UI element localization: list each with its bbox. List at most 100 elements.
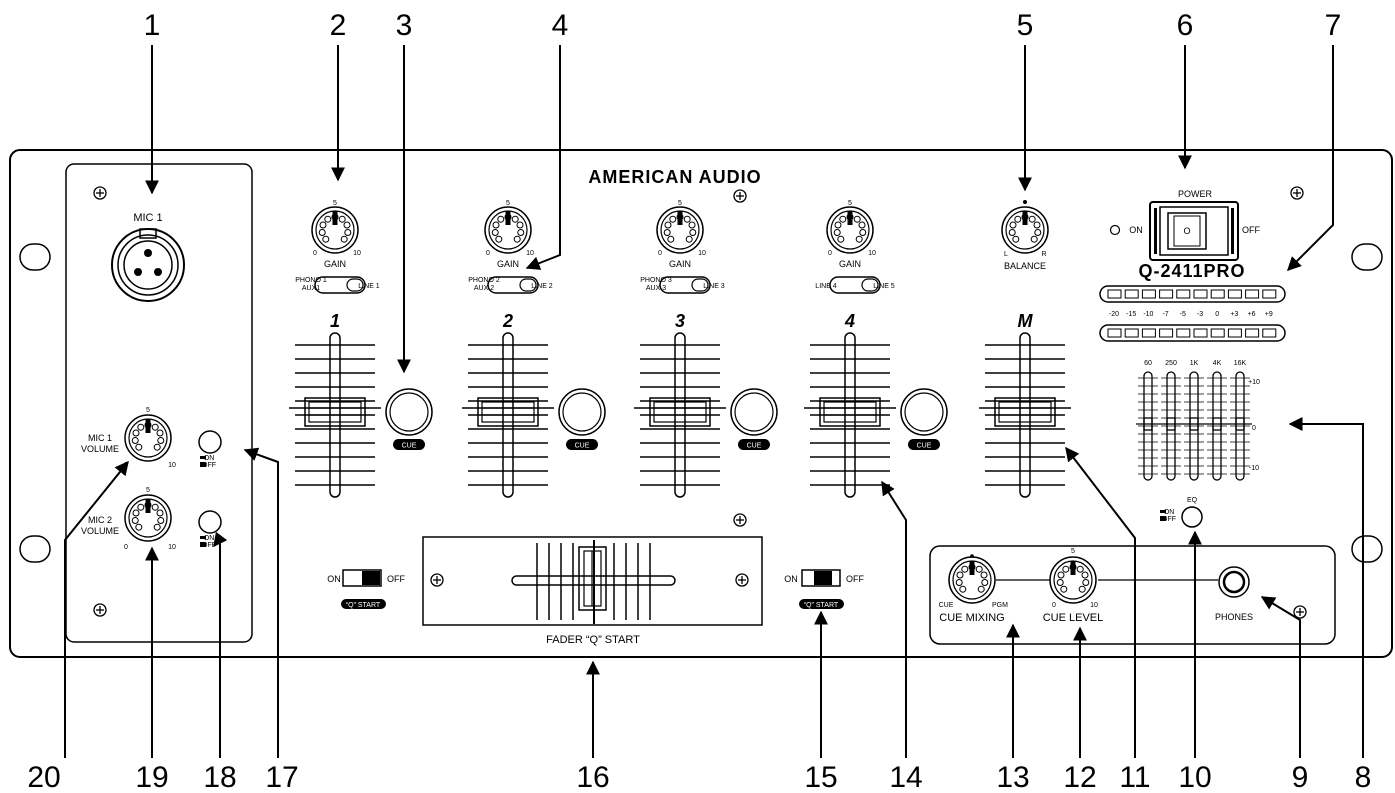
knob-grip — [153, 523, 161, 531]
crossfader-panel — [422, 536, 763, 626]
knob-grip — [137, 503, 145, 511]
cue-panel — [929, 545, 1336, 645]
balance-knob[interactable] — [1001, 206, 1049, 254]
meter-led-segment — [1193, 328, 1208, 338]
screw-head — [93, 603, 107, 617]
mic1-volume-knob[interactable] — [124, 414, 172, 462]
gain-scale-mid: 5 — [678, 200, 682, 207]
knob-grip — [324, 215, 332, 223]
q-start-right-tag — [799, 599, 844, 609]
gain-knob-2[interactable] — [484, 206, 532, 254]
gain-scale-min: 0 — [828, 250, 832, 257]
cue-tag — [908, 439, 940, 450]
knob-grip — [156, 429, 164, 437]
screw-head — [733, 189, 747, 203]
eq-slider-250[interactable] — [1161, 371, 1181, 481]
cue-button-4[interactable] — [900, 388, 948, 436]
cue-button-2[interactable] — [558, 388, 606, 436]
power-led — [1109, 224, 1121, 236]
cue-mixing-knob[interactable] — [948, 556, 996, 604]
q-start-switch-right[interactable] — [801, 569, 841, 587]
knob-grip — [1076, 565, 1084, 573]
eq-band-label: 250 — [1165, 360, 1177, 367]
cue-button-3[interactable] — [730, 388, 778, 436]
cue-button-1[interactable] — [385, 388, 433, 436]
power-switch-mark: O — [1183, 226, 1190, 236]
xfader-cap[interactable] — [578, 546, 607, 611]
callout-number: 8 — [1355, 761, 1372, 793]
mic2-switch-on-label: ON — [204, 535, 215, 542]
callout-number: 5 — [1017, 9, 1034, 42]
channel-fader-2[interactable] — [462, 332, 554, 498]
channel-fader-1[interactable] — [289, 332, 381, 498]
knob-grip — [517, 229, 525, 236]
input-selector-1[interactable] — [314, 276, 366, 294]
eq-scale-mid: 0 — [1252, 425, 1256, 432]
knob-grip — [663, 229, 671, 236]
knob-grip — [837, 235, 845, 243]
knob-outer — [1001, 206, 1049, 254]
knob-grip — [156, 509, 164, 517]
power-switch[interactable] — [1149, 201, 1239, 261]
phones-jack[interactable] — [1218, 566, 1250, 598]
meter-scale-label: +3 — [1230, 311, 1238, 318]
eq-slider-4K[interactable] — [1207, 371, 1227, 481]
mic1-volume-label-line2: VOLUME — [81, 444, 119, 454]
input-selector-3[interactable] — [659, 276, 711, 294]
mic-panel — [65, 163, 253, 643]
gain-knob-3[interactable] — [656, 206, 704, 254]
screw-icon — [1293, 605, 1307, 619]
meter-led-segment — [1227, 289, 1242, 299]
input-left-label: PHONO 2 — [468, 277, 500, 284]
knob-outer — [484, 206, 532, 254]
mic2-volume-knob[interactable] — [124, 494, 172, 542]
eq-on-off-button[interactable] — [1181, 506, 1203, 528]
meter-led-segment — [1159, 289, 1174, 299]
cue-level-knob[interactable] — [1049, 556, 1097, 604]
callout-number: 4 — [552, 9, 569, 42]
input-selector-2[interactable] — [487, 276, 539, 294]
eq-slider-16K[interactable] — [1230, 371, 1250, 481]
callout-leader-line — [64, 460, 129, 758]
knob-grip — [839, 215, 847, 223]
input-selector-4[interactable] — [829, 276, 881, 294]
channel-fader-3[interactable] — [634, 332, 726, 498]
mic2-on-off-button[interactable] — [198, 510, 222, 534]
channel-number: 3 — [675, 311, 685, 331]
selector-body — [659, 276, 711, 294]
eq-slider-60[interactable] — [1138, 371, 1158, 481]
q-start-left-off: OFF — [387, 574, 405, 584]
gain-knob-1[interactable] — [311, 206, 359, 254]
channel-fader-4[interactable] — [804, 332, 896, 498]
callout-number: 15 — [804, 761, 837, 793]
rack-hole — [1351, 535, 1383, 563]
knob-grip — [685, 235, 693, 243]
master-fader[interactable] — [979, 332, 1071, 498]
callout-leader-line — [1260, 596, 1301, 758]
q-start-switch-left[interactable] — [342, 569, 382, 587]
selector-knob — [691, 278, 709, 292]
knob-grip — [981, 579, 989, 586]
fader-cap — [994, 397, 1056, 427]
knob-grip — [135, 523, 143, 531]
knob-grip — [689, 229, 697, 236]
mic1-on-off-button[interactable] — [198, 430, 222, 454]
fader-cap-inner — [653, 401, 707, 423]
knob-grip — [131, 437, 139, 444]
eq-slider-1K[interactable] — [1184, 371, 1204, 481]
knob-grip — [1062, 565, 1070, 573]
gain-scale-max: 10 — [353, 250, 361, 257]
gain-knob-4[interactable] — [826, 206, 874, 254]
gain-scale-max: 10 — [868, 250, 876, 257]
cue-level-label: CUE LEVEL — [1043, 612, 1104, 624]
power-off-label: OFF — [1242, 225, 1260, 235]
callout-number: 10 — [1178, 761, 1211, 793]
q-start-left-tag — [341, 599, 386, 609]
knob-grip — [137, 423, 145, 431]
input-left-label: AUX 3 — [646, 285, 666, 292]
power-on-label: ON — [1129, 225, 1143, 235]
mic1-xlr-jack[interactable] — [111, 228, 185, 302]
knob-grip — [961, 565, 969, 573]
